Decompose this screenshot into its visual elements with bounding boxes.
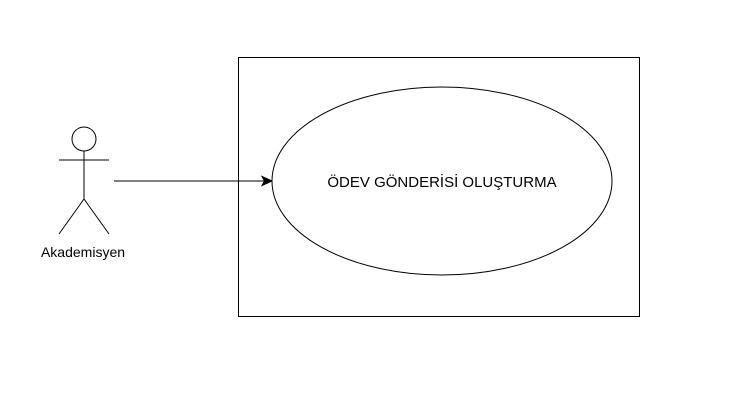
actor-head — [71, 126, 97, 152]
actor-left-leg — [58, 198, 85, 235]
actor-right-leg — [83, 198, 110, 235]
actor-akademisyen[interactable]: Akademisyen — [41, 126, 125, 260]
use-case-ellipse — [271, 86, 613, 276]
association-arrow — [114, 175, 274, 187]
actor-label: Akademisyen — [41, 244, 125, 260]
use-case-label: ÖDEV GÖNDERİSİ OLUŞTURMA — [327, 173, 556, 191]
arrow-head — [260, 175, 274, 187]
use-case-odev-gonderisi-olusturma[interactable]: ÖDEV GÖNDERİSİ OLUŞTURMA — [271, 86, 613, 276]
